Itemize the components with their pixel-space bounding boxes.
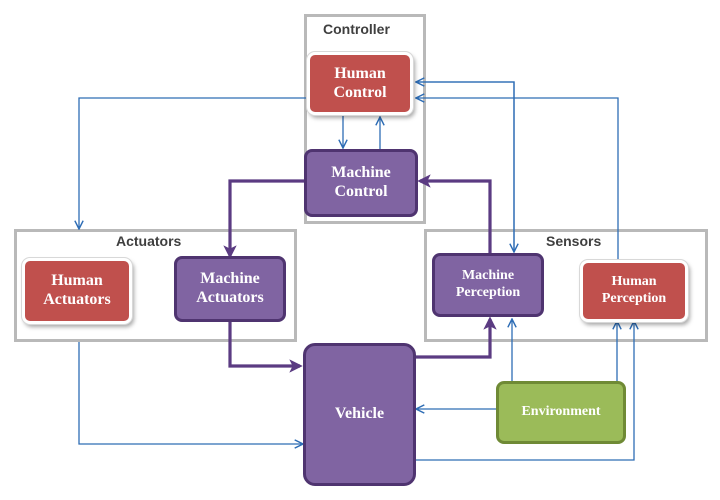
link-vehicle-to-human-perception bbox=[403, 321, 634, 461]
human-actuators-node: Human Actuators bbox=[22, 258, 132, 324]
vehicle-node: Vehicle bbox=[303, 343, 416, 486]
link-machine-actuators-to-vehicle bbox=[228, 322, 303, 373]
machine-actuators-node: Machine Actuators bbox=[174, 256, 286, 322]
controller-group-title: Controller bbox=[323, 21, 390, 37]
link-human-actuators-to-vehicle bbox=[78, 342, 303, 444]
link-human-perception-to-human-control bbox=[416, 98, 619, 262]
link-vehicle-to-machine-perception bbox=[416, 316, 497, 359]
actuators-group-title: Actuators bbox=[116, 233, 182, 249]
human-control-node: Human Control bbox=[307, 52, 413, 115]
link-human-control-to-human-actuators bbox=[79, 97, 309, 229]
link-human-control-to-machine-perception bbox=[416, 81, 514, 252]
link-machine-perception-to-human-control bbox=[416, 82, 515, 252]
link-machine-control-to-machine-actuators bbox=[223, 179, 304, 259]
human-perception-node: Human Perception bbox=[580, 260, 688, 322]
link-machine-perception-to-machine-control bbox=[417, 174, 492, 253]
environment-node: Environment bbox=[496, 381, 626, 444]
machine-control-node: Machine Control bbox=[304, 149, 418, 217]
machine-perception-node: Machine Perception bbox=[432, 253, 544, 317]
sensors-group-title: Sensors bbox=[546, 233, 602, 249]
